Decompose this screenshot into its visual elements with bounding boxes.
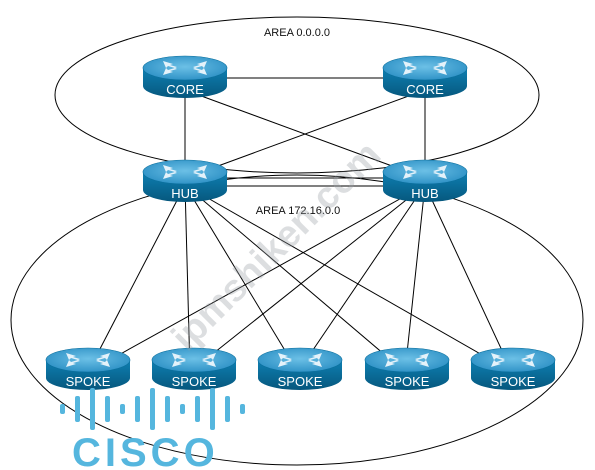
- router-label: HUB: [171, 186, 198, 201]
- link-hub2-spoke1: [87, 184, 426, 373]
- link-hub2-spoke5: [424, 184, 513, 373]
- link-core1-hub2: [184, 89, 423, 178]
- cisco-wordmark: CISCO: [72, 431, 219, 470]
- area-branch-label: AREA 172.16.0.0: [256, 205, 340, 217]
- links: [87, 77, 513, 373]
- link-hub1-spoke4: [184, 184, 406, 373]
- cisco-logo: CISCO: [60, 388, 245, 470]
- router-label: SPOKE: [278, 374, 323, 389]
- router-hub-1[interactable]: HUB: [142, 159, 228, 203]
- router-label: SPOKE: [66, 374, 111, 389]
- link-hub1-spoke3: [184, 184, 299, 373]
- router-spoke-5[interactable]: SPOKE: [470, 347, 556, 391]
- router-spoke-3[interactable]: SPOKE: [257, 347, 343, 391]
- link-hub2-spoke3: [297, 184, 426, 373]
- router-label: SPOKE: [385, 374, 430, 389]
- area-backbone-label: AREA 0.0.0.0: [264, 27, 330, 39]
- link-hub1-spoke5: [184, 184, 513, 373]
- router-core-1[interactable]: CORE: [142, 55, 228, 99]
- router-spoke-4[interactable]: SPOKE: [364, 347, 450, 391]
- link-hub1-spoke2: [184, 184, 191, 373]
- link-core2-hub1: [187, 89, 426, 178]
- area-branch-boundary: [10, 174, 584, 466]
- router-label: CORE: [406, 82, 444, 97]
- link-hub2-spoke4: [404, 184, 426, 373]
- router-hub-2[interactable]: HUB: [382, 159, 468, 203]
- router-label: HUB: [411, 186, 438, 201]
- router-label: SPOKE: [172, 374, 217, 389]
- area-backbone-boundary: [54, 16, 540, 174]
- router-label: CORE: [166, 82, 204, 97]
- router-label: SPOKE: [491, 374, 536, 389]
- router-spoke-1[interactable]: SPOKE: [45, 347, 131, 391]
- link-hub1-spoke1: [87, 184, 186, 373]
- router-spoke-2[interactable]: SPOKE: [151, 347, 237, 391]
- link-hub2-spoke2: [189, 184, 426, 373]
- router-core-2[interactable]: CORE: [382, 55, 468, 99]
- cisco-bars-icon: [60, 388, 245, 430]
